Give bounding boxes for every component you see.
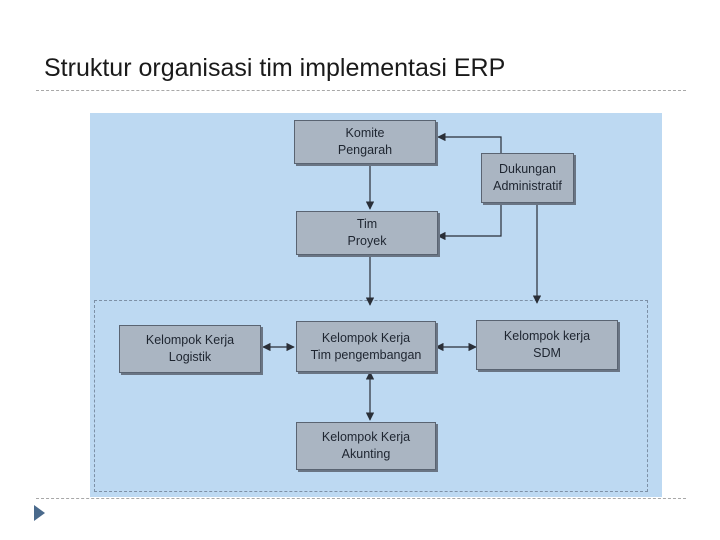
- footer-divider: [36, 498, 686, 499]
- org-chart-diagram: Komite Pengarah Dukungan Administratif T…: [90, 113, 662, 497]
- node-komite-pengarah: Komite Pengarah: [294, 120, 436, 164]
- node-dukungan-administratif-line1: Dukungan: [499, 162, 556, 176]
- node-kelompok-kerja-akunting: Kelompok Kerja Akunting: [296, 422, 436, 470]
- slide-bullet-icon: [34, 505, 45, 521]
- node-dukungan-administratif-line2: Administratif: [493, 179, 562, 193]
- node-tim-proyek: Tim Proyek: [296, 211, 438, 255]
- node-dukungan-administratif: Dukungan Administratif: [481, 153, 574, 203]
- edge-admin-to-steering: [437, 132, 502, 153]
- node-komite-pengarah-line2: Pengarah: [337, 143, 393, 157]
- node-kelompok-kerja-logistik-line1: Kelompok Kerja: [145, 333, 235, 347]
- node-kelompok-kerja-akunting-line1: Kelompok Kerja: [321, 430, 411, 444]
- node-kelompok-kerja-tim-pengembangan: Kelompok Kerja Tim pengembangan: [296, 321, 436, 372]
- node-tim-pengembangan-line2: Tim pengembangan: [310, 347, 422, 362]
- title-divider: [36, 90, 686, 91]
- node-tim-proyek-line2: Proyek: [347, 234, 387, 248]
- node-kelompok-kerja-sdm: Kelompok kerja SDM: [476, 320, 618, 370]
- node-tim-proyek-line1: Tim: [356, 217, 378, 231]
- node-kelompok-kerja-logistik-line2: Logistik: [168, 350, 212, 364]
- node-tim-pengembangan-line1: Kelompok Kerja: [321, 330, 411, 345]
- slide-title: Struktur organisasi tim implementasi ERP: [44, 54, 506, 82]
- edge-admin-to-project: [437, 203, 502, 241]
- node-kelompok-kerja-akunting-line2: Akunting: [341, 447, 391, 461]
- node-kelompok-kerja-sdm-line2: SDM: [533, 346, 561, 360]
- node-komite-pengarah-line1: Komite: [345, 126, 385, 140]
- node-kelompok-kerja-logistik: Kelompok Kerja Logistik: [119, 325, 261, 373]
- node-kelompok-kerja-sdm-line1: Kelompok kerja: [503, 329, 591, 343]
- connector-layer: [262, 132, 542, 421]
